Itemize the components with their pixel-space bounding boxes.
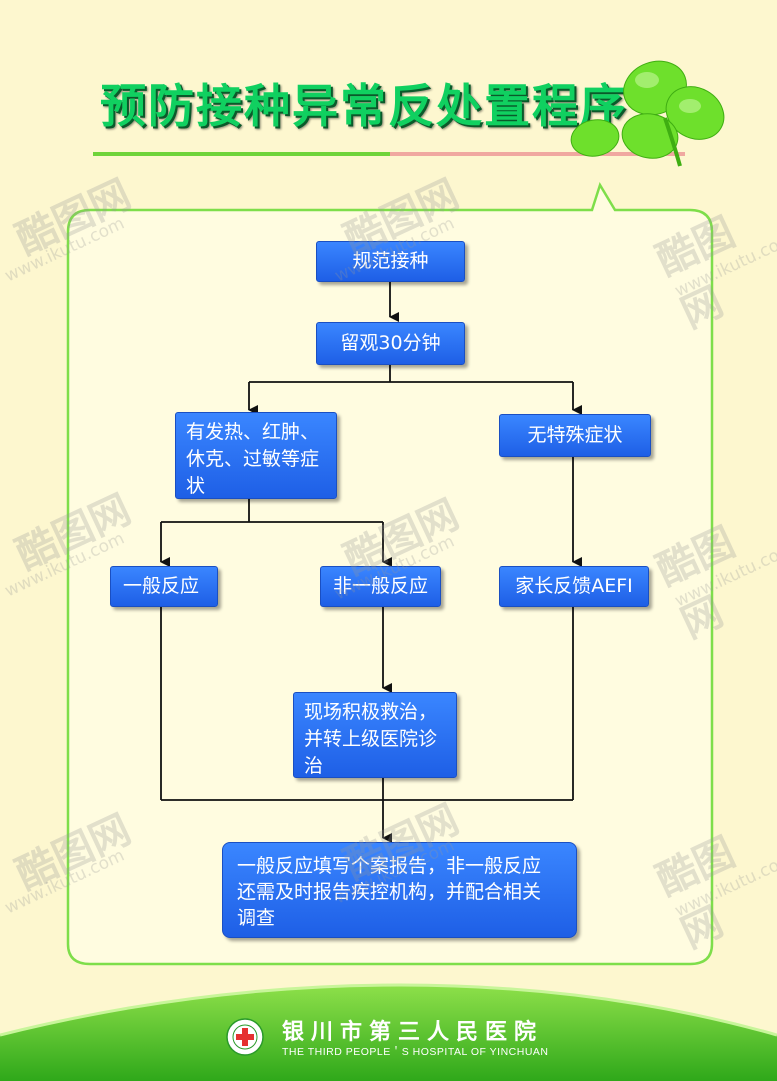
node-symptoms-line-3: 状 [186, 475, 206, 497]
node-non-general-reaction: 非一般反应 [320, 566, 441, 607]
node-general-reaction: 一般反应 [110, 566, 218, 607]
node-report-line-1: 一般反应填写个案报告，非一般反应 [237, 855, 542, 877]
node-report: 一般反应填写个案报告，非一般反应 还需及时报告疾控机构，并配合相关 调查 [222, 842, 577, 938]
node-report-line-2: 还需及时报告疾控机构，并配合相关 [237, 881, 542, 903]
node-onsite-treatment-line-1: 现场积极救治， [304, 701, 438, 723]
hospital-logo [226, 1018, 264, 1056]
node-onsite-treatment-line-3: 治 [304, 755, 324, 777]
clover-icon [570, 60, 725, 167]
flow-connectors [160, 282, 582, 843]
page-title: 预防接种异常反处置程序 [100, 79, 628, 133]
node-no-symptoms: 无特殊症状 [499, 414, 651, 457]
node-symptoms: 有发热、红肿、 休克、过敏等症 状 [175, 412, 337, 499]
node-report-line-3: 调查 [237, 907, 276, 929]
node-standard-vaccination: 规范接种 [316, 241, 465, 282]
title-underline-pink [390, 152, 685, 156]
node-onsite-treatment: 现场积极救治， 并转上级医院诊 治 [293, 692, 457, 778]
node-observe-30min: 留观30分钟 [316, 322, 465, 365]
node-symptoms-line-2: 休克、过敏等症 [186, 448, 320, 470]
hospital-name-cn: 银川市第三人民医院 [282, 1019, 544, 1045]
node-parent-feedback: 家长反馈AEFI [499, 566, 649, 607]
node-onsite-treatment-line-2: 并转上级医院诊 [304, 728, 438, 750]
node-symptoms-line-1: 有发热、红肿、 [186, 421, 320, 443]
title-underline-green [93, 152, 390, 156]
hospital-name-en: THE THIRD PEOPLE＇S HOSPITAL OF YINCHUAN [282, 1046, 549, 1058]
